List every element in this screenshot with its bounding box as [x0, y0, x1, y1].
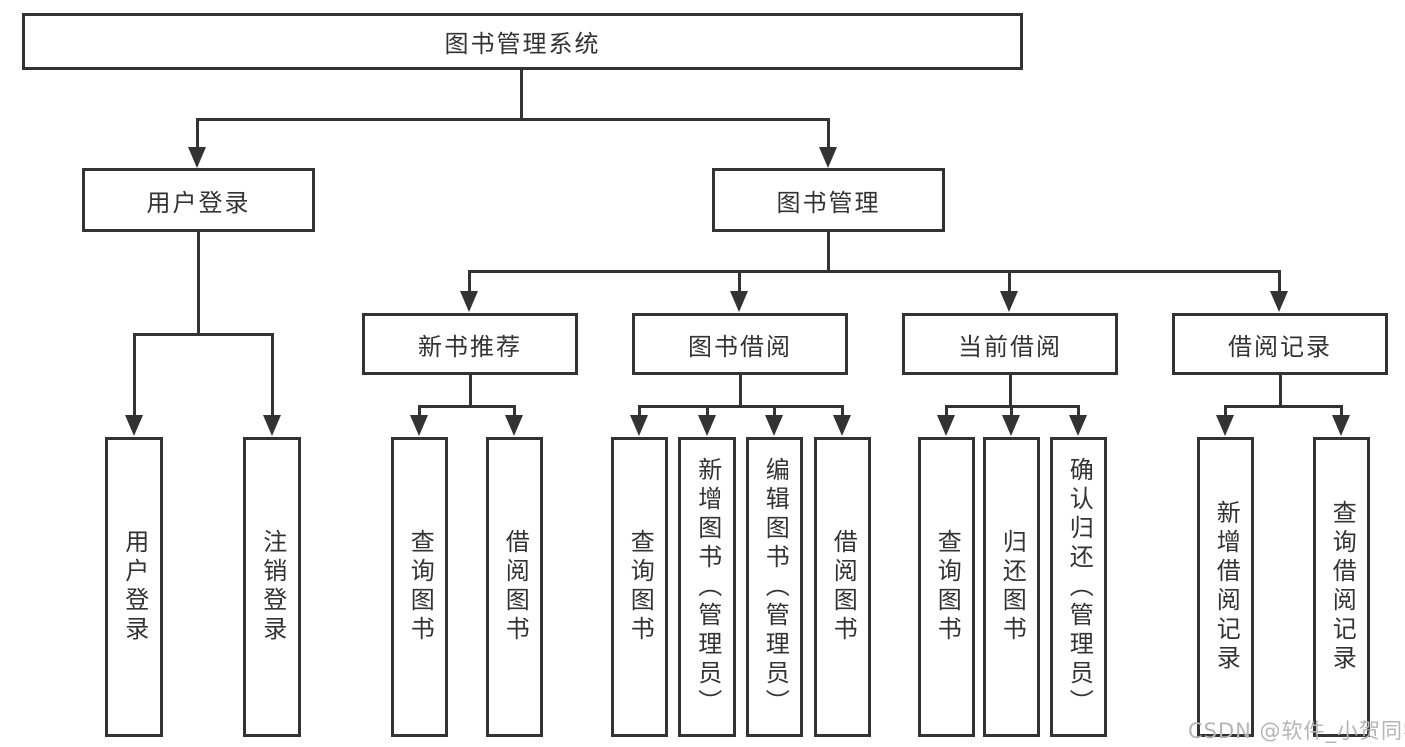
- node-root-label: 图书管理系统: [444, 30, 601, 58]
- connector-vline: [1010, 406, 1013, 418]
- leaf-user-login: 用户登录: [105, 437, 163, 737]
- leaf-add-books-admin-label: 新增图书（管理员）: [693, 456, 722, 718]
- leaf-query-books-3-label: 查询图书: [933, 529, 962, 645]
- leaf-confirm-return-admin-label: 确认归还（管理员）: [1065, 456, 1094, 718]
- connector-hline: [1224, 405, 1343, 408]
- connector-vline: [520, 69, 523, 121]
- node-user-login-label: 用户登录: [146, 188, 251, 217]
- connector-vline: [827, 232, 830, 273]
- connector-hline: [945, 405, 1080, 408]
- leaf-borrow-books-1: 借阅图书: [486, 437, 543, 737]
- arrow-down-icon: [833, 415, 851, 436]
- leaf-borrow-books-2: 借阅图书: [814, 437, 871, 737]
- connector-vline: [418, 406, 421, 418]
- connector-vline: [469, 375, 472, 408]
- connector-hline: [196, 118, 830, 121]
- connector-vline: [1224, 406, 1227, 418]
- arrow-down-icon: [765, 415, 783, 436]
- leaf-add-books-admin: 新增图书（管理员）: [678, 437, 736, 737]
- connector-vline: [1278, 271, 1281, 293]
- connector-vline: [841, 406, 844, 418]
- arrow-down-icon: [698, 415, 716, 436]
- connector-vline: [1009, 375, 1012, 408]
- connector-vline: [468, 271, 471, 293]
- leaf-add-borrow-record: 新增借阅记录: [1197, 437, 1254, 737]
- leaf-borrow-books-1-label: 借阅图书: [501, 529, 530, 645]
- arrow-down-icon: [125, 415, 143, 436]
- leaf-add-borrow-record-label: 新增借阅记录: [1212, 500, 1241, 674]
- connector-vline: [1279, 375, 1282, 408]
- arrow-down-icon: [630, 415, 648, 436]
- node-new-book-recommend-label: 新书推荐: [418, 332, 522, 361]
- arrow-down-icon: [1332, 415, 1350, 436]
- leaf-confirm-return-admin: 确认归还（管理员）: [1050, 437, 1107, 737]
- leaf-logout: 注销登录: [243, 437, 301, 737]
- leaf-user-login-label: 用户登录: [120, 529, 149, 645]
- node-user-login: 用户登录: [82, 168, 315, 232]
- watermark: CSDN @软件_小贺同学: [1188, 719, 1405, 743]
- connector-vline: [638, 406, 641, 418]
- leaf-query-books-3: 查询图书: [918, 437, 975, 737]
- connector-vline: [1008, 271, 1011, 293]
- node-borrow-records-label: 借阅记录: [1228, 332, 1332, 361]
- connector-vline: [773, 406, 776, 418]
- arrow-down-icon: [1000, 291, 1018, 312]
- arrow-down-icon: [1216, 415, 1234, 436]
- connector-vline: [197, 232, 200, 336]
- connector-vline: [513, 406, 516, 418]
- connector-vline: [1077, 406, 1080, 418]
- connector-vline: [196, 119, 199, 150]
- node-book-management-label: 图书管理: [776, 188, 881, 217]
- arrow-down-icon: [460, 291, 478, 312]
- arrow-down-icon: [937, 415, 955, 436]
- arrow-down-icon: [263, 415, 281, 436]
- leaf-query-books-1: 查询图书: [391, 437, 448, 737]
- node-root: 图书管理系统: [22, 13, 1023, 70]
- arrow-down-icon: [730, 291, 748, 312]
- node-current-borrow: 当前借阅: [902, 313, 1118, 375]
- connector-hline: [638, 405, 844, 408]
- leaf-query-borrow-record-label: 查询借阅记录: [1328, 500, 1357, 674]
- leaf-borrow-books-2-label: 借阅图书: [829, 529, 858, 645]
- connector-vline: [1340, 406, 1343, 418]
- leaf-query-books-2-label: 查询图书: [626, 529, 655, 645]
- leaf-query-books-2: 查询图书: [611, 437, 668, 737]
- connector-vline: [738, 271, 741, 293]
- connector-vline: [739, 375, 742, 408]
- node-borrow-records: 借阅记录: [1172, 313, 1388, 375]
- connector-hline: [418, 405, 516, 408]
- leaf-query-borrow-record: 查询借阅记录: [1313, 437, 1370, 737]
- connector-vline: [945, 406, 948, 418]
- arrow-down-icon: [505, 415, 523, 436]
- arrow-down-icon: [410, 415, 428, 436]
- node-book-borrow: 图书借阅: [632, 313, 848, 375]
- connector-vline: [827, 119, 830, 150]
- arrow-down-icon: [1069, 415, 1087, 436]
- node-current-borrow-label: 当前借阅: [958, 332, 1062, 361]
- arrow-down-icon: [188, 147, 206, 168]
- node-book-borrow-label: 图书借阅: [688, 332, 792, 361]
- connector-hline: [468, 270, 1281, 273]
- node-book-management: 图书管理: [712, 168, 945, 232]
- connector-hline: [133, 333, 274, 336]
- leaf-return-books-label: 归还图书: [998, 529, 1027, 645]
- arrow-down-icon: [1002, 415, 1020, 436]
- leaf-logout-label: 注销登录: [258, 529, 287, 645]
- leaf-edit-books-admin: 编辑图书（管理员）: [746, 437, 803, 737]
- leaf-query-books-1-label: 查询图书: [406, 529, 435, 645]
- connector-vline: [133, 334, 136, 417]
- arrow-down-icon: [1270, 291, 1288, 312]
- connector-vline: [706, 406, 709, 418]
- connector-vline: [271, 334, 274, 417]
- leaf-edit-books-admin-label: 编辑图书（管理员）: [761, 456, 790, 718]
- node-new-book-recommend: 新书推荐: [362, 313, 578, 375]
- arrow-down-icon: [819, 147, 837, 168]
- leaf-return-books: 归还图书: [983, 437, 1040, 737]
